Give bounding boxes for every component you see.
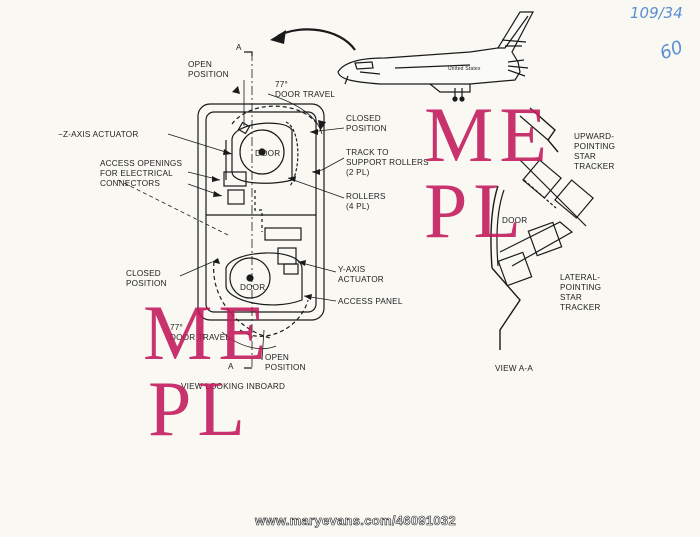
watermark-top-right-line2: PL	[424, 167, 528, 254]
door-bottom-label: DOOR	[240, 283, 266, 292]
view-aa-drawing	[490, 107, 594, 350]
watermark-bottom-left-line1: ME	[143, 289, 272, 376]
door-view-aa-label: DOOR	[502, 216, 528, 225]
access-panel-label: ACCESS PANEL	[338, 297, 403, 306]
view-inboard-caption: VIEW LOOKING INBOARD	[181, 382, 286, 391]
closed-position-bottom-label: CLOSED POSITION	[126, 269, 167, 288]
section-a-bottom-label: A	[228, 362, 234, 371]
rollers-label: ROLLERS (4 PL)	[346, 192, 386, 211]
pointer-arrow	[277, 28, 356, 51]
track-label: TRACK TO SUPPORT ROLLERS (2 PL)	[346, 148, 429, 177]
closed-position-top-label: CLOSED POSITION	[346, 114, 387, 133]
credit-url: www.maryevans.com/46091032	[255, 513, 456, 529]
open-position-top-label: OPEN POSITION	[188, 60, 229, 79]
section-a-top-label: A	[236, 43, 242, 52]
access-openings-label: ACCESS OPENINGS FOR ELECTRICAL CONNECTOR…	[100, 159, 183, 188]
open-position-bottom-label: OPEN POSITION	[265, 353, 306, 372]
y-axis-actuator-label: Y-AXIS ACTUATOR	[338, 265, 384, 284]
door-travel-top-label: 77° DOOR TRAVEL	[275, 80, 336, 99]
orbiter-illustration	[337, 11, 534, 102]
leader-lines	[167, 80, 345, 361]
handwritten-ref-top: 109/34	[630, 4, 683, 22]
view-aa-caption: VIEW A-A	[495, 364, 533, 373]
leader-arrowheads	[212, 86, 326, 300]
watermark-bottom-left-line2: PL	[148, 365, 252, 452]
door-travel-bottom-label: 77° DOOR TRAVEL	[170, 323, 231, 342]
orbiter-name-marking: United States	[448, 66, 481, 72]
door-panel-drawing	[117, 51, 325, 370]
z-axis-actuator-label: −Z-AXIS ACTUATOR	[58, 130, 139, 139]
watermark-top-right-line1: ME	[424, 91, 553, 178]
lateral-tracker-label: LATERAL- POINTING STAR TRACKER	[560, 273, 602, 312]
upward-tracker-label: UPWARD- POINTING STAR TRACKER	[574, 132, 616, 171]
door-top-label: DOOR	[255, 149, 281, 158]
